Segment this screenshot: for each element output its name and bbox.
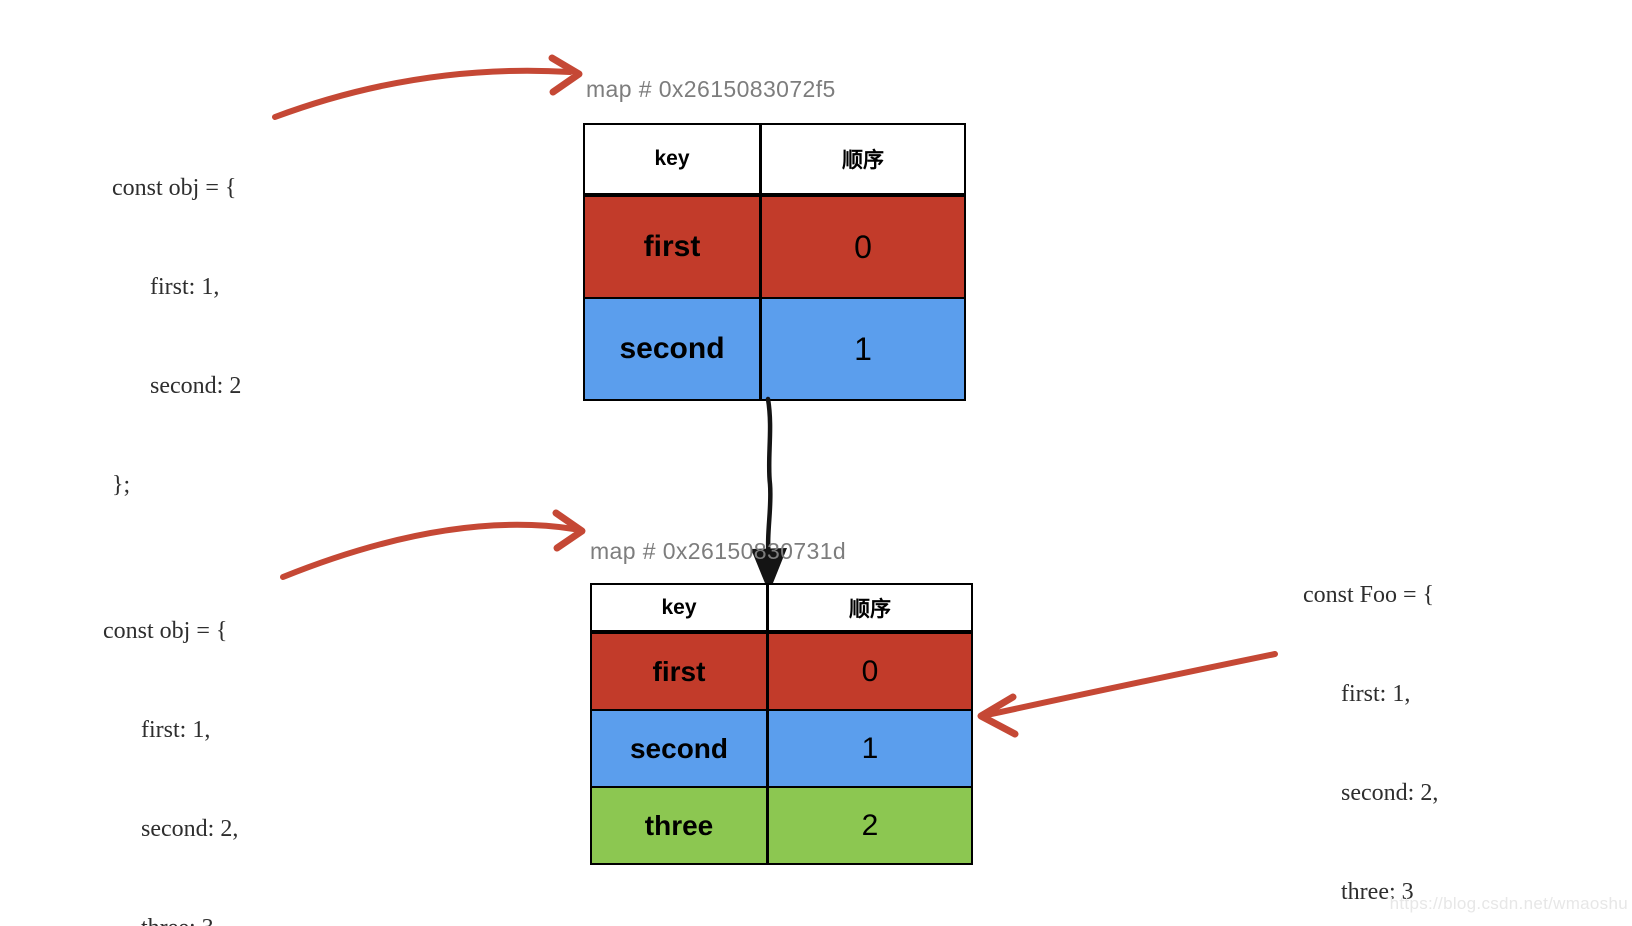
code-line: const Foo = { [1303, 582, 1435, 608]
map1-table: key 顺序 first 0 second 1 [583, 123, 966, 401]
code-line: first: 1, [141, 717, 211, 743]
order-cell: 1 [854, 330, 872, 367]
column-header-key: key [585, 125, 762, 193]
table-row-first: first 0 [592, 630, 971, 709]
map2-address-title: map # 0x26150830731d [590, 538, 847, 564]
key-cell: second [592, 711, 769, 786]
code-snippet-foo: const Foo = { first: 1, second: 2, three… [1303, 513, 1438, 926]
map1-address-title: map # 0x2615083072f5 [586, 76, 836, 102]
code-line: const obj = { [103, 618, 228, 644]
code-snippet-obj-v2: const obj = { first: 1, second: 2, three… [103, 549, 238, 926]
code-line: second: 2 [150, 373, 242, 399]
curved-arrow-obj-to-map2-icon [280, 509, 586, 580]
code-line: first: 1, [1341, 681, 1411, 707]
order-cell: 0 [861, 654, 879, 688]
column-header-order: 顺序 [842, 149, 884, 172]
table-header-row: key 顺序 [585, 125, 964, 193]
order-cell: 2 [861, 808, 879, 842]
code-line: second: 2, [141, 816, 239, 842]
key-cell: three [592, 788, 769, 863]
key-cell: first [592, 634, 769, 709]
code-line: second: 2, [1341, 780, 1439, 806]
key-cell: first [585, 197, 762, 297]
code-line: three: 3 [1341, 879, 1414, 905]
order-cell: 1 [861, 731, 879, 765]
table-row-second: second 1 [585, 297, 964, 399]
column-header-order: 顺序 [849, 597, 891, 621]
watermark-url: https://blog.csdn.net/wmaoshu [1389, 894, 1628, 913]
curved-arrow-obj-to-map1-icon [272, 54, 583, 120]
transition-arrow-map1-to-map2-icon [751, 396, 787, 593]
map2-table: key 顺序 first 0 second 1 three 2 [590, 583, 973, 865]
code-line: const obj = { [112, 175, 237, 201]
table-row-second: second 1 [592, 709, 971, 786]
column-header-key: key [592, 585, 769, 630]
code-snippet-obj-v1: const obj = { first: 1, second: 2 }; [112, 106, 241, 568]
code-line: first: 1, [150, 274, 220, 300]
table-row-first: first 0 [585, 193, 964, 297]
table-row-three: three 2 [592, 786, 971, 863]
curved-arrow-foo-to-map2-icon [977, 651, 1278, 738]
key-cell: second [585, 299, 762, 399]
table-header-row: key 顺序 [592, 585, 971, 630]
order-cell: 0 [854, 228, 872, 265]
code-line: }; [112, 472, 131, 498]
code-line: three: 3 [103, 912, 238, 926]
